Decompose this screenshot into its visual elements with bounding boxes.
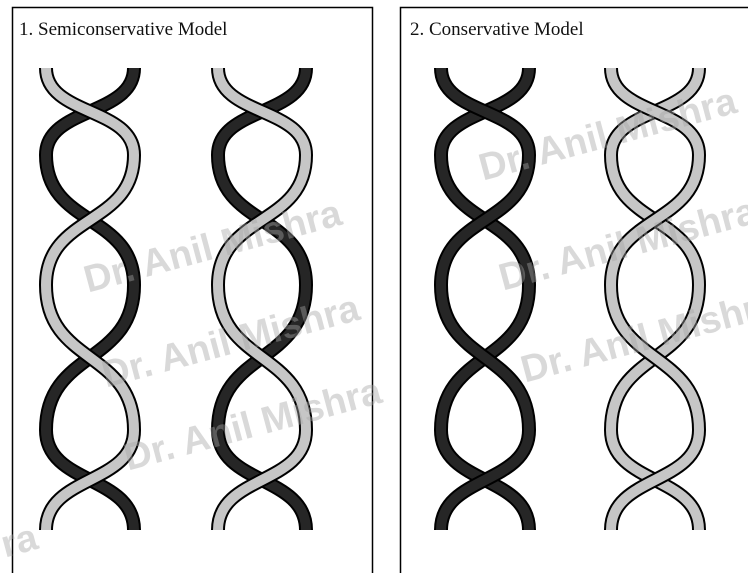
conservative-helix-new [611, 68, 699, 530]
semiconservative-helix-1 [46, 68, 134, 530]
semiconservative-helix-2 [218, 68, 306, 530]
panel-semiconservative-title: 1. Semiconservative Model [19, 19, 227, 41]
conservative-helix-parental [441, 68, 529, 530]
panel-conservative-title: 2. Conservative Model [410, 19, 584, 41]
